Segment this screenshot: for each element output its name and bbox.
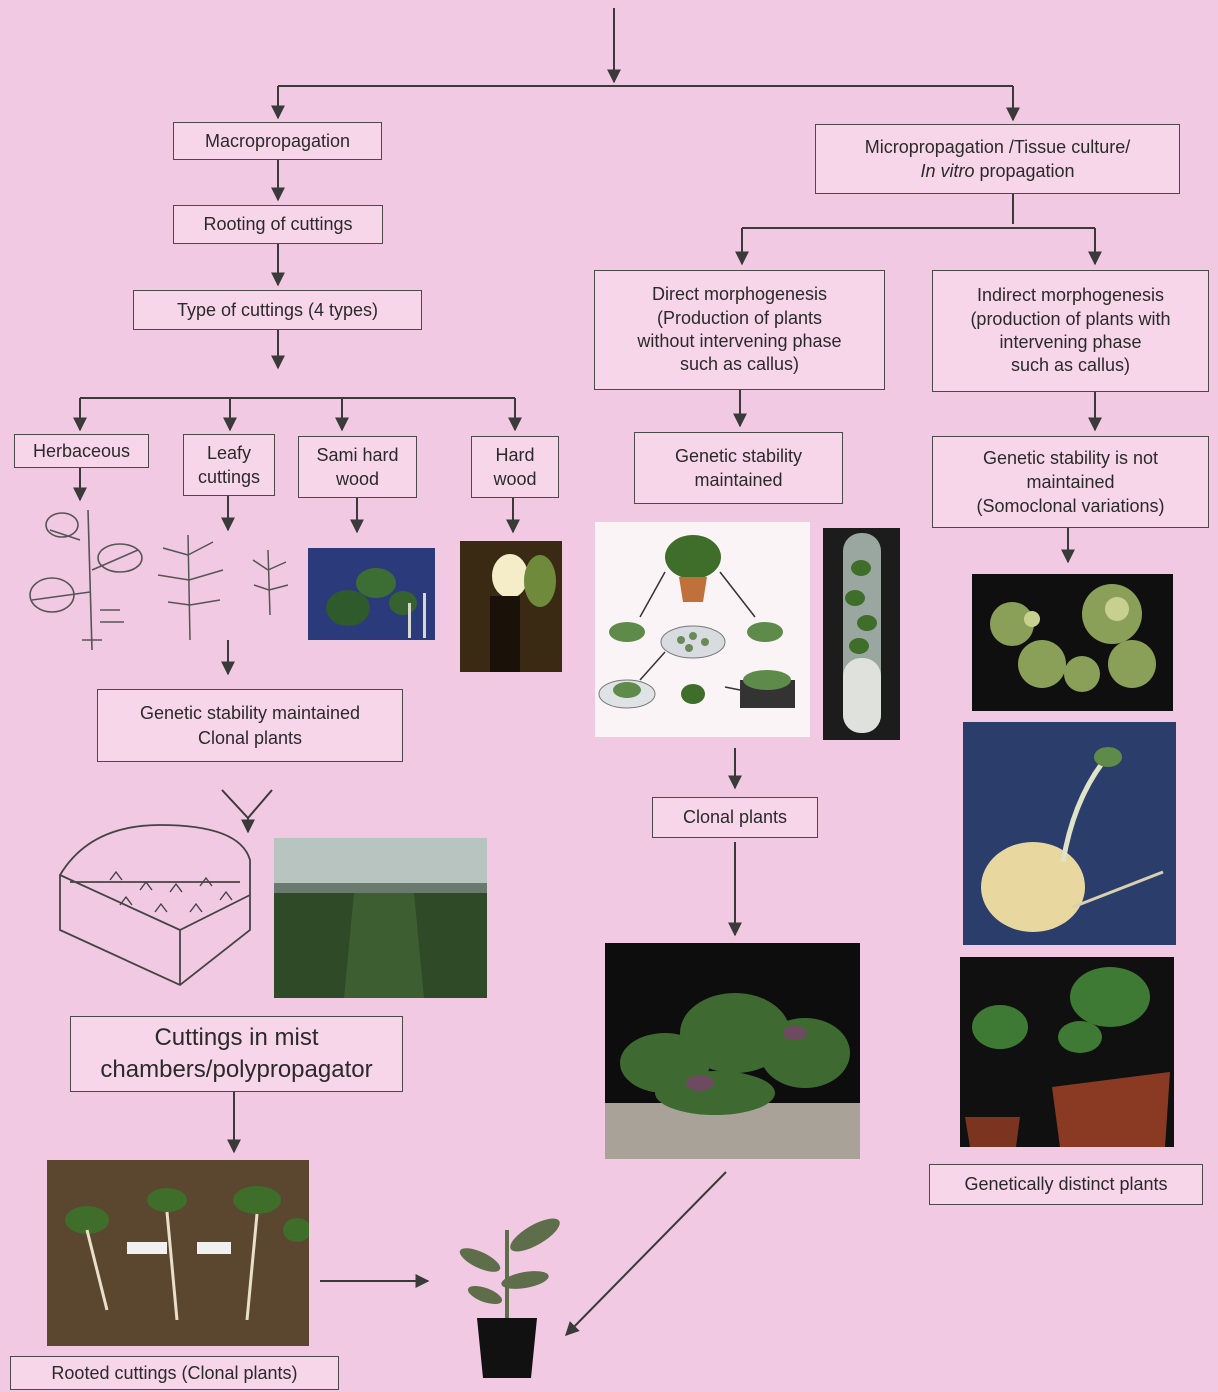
- clonal-plants-box: Clonal plants: [652, 797, 818, 838]
- clonal-plants-label: Clonal plants: [683, 805, 787, 829]
- semi-hard-label-1: Sami hard: [316, 443, 398, 467]
- genetically-distinct-box: Genetically distinct plants: [929, 1164, 1203, 1205]
- micropropagation-label-2: In vitro propagation: [920, 159, 1074, 183]
- direct-label-2: (Production of plants: [657, 307, 822, 330]
- callus-shoot-photo: [963, 722, 1176, 945]
- propagation-text: propagation: [974, 161, 1074, 181]
- in-vitro-text: In vitro: [920, 161, 974, 181]
- callus-photo: [972, 574, 1173, 711]
- indirect-morphogenesis-box: Indirect morphogenesis (production of pl…: [932, 270, 1209, 392]
- direct-label-1: Direct morphogenesis: [652, 283, 827, 306]
- leafy-label-2: cuttings: [198, 465, 260, 489]
- semi-hard-wood-box: Sami hard wood: [298, 436, 417, 498]
- tissue-culture-cycle-diagram: [595, 522, 810, 737]
- rooting-cuttings-label: Rooting of cuttings: [203, 212, 352, 236]
- mist-chamber-label-2: chambers/polypropagator: [100, 1054, 372, 1086]
- macro-stability-label-1: Genetic stability maintained: [140, 701, 360, 725]
- semi-hard-label-2: wood: [336, 467, 379, 491]
- leafy-cutting-drawing: [148, 530, 298, 645]
- hard-wood-photo: [460, 541, 562, 672]
- leafy-cuttings-box: Leafy cuttings: [183, 434, 275, 496]
- indirect-label-2: (production of plants with: [970, 308, 1170, 331]
- herbaceous-label: Herbaceous: [33, 439, 130, 463]
- indirect-stability-label-3: (Somoclonal variations): [976, 494, 1164, 518]
- indirect-label-1: Indirect morphogenesis: [977, 284, 1164, 307]
- indirect-stability-label-2: maintained: [1026, 470, 1114, 494]
- mist-chamber-label-1: Cuttings in mist: [154, 1022, 318, 1054]
- direct-morphogenesis-box: Direct morphogenesis (Production of plan…: [594, 270, 885, 390]
- cutting-types-label: Type of cuttings (4 types): [177, 298, 378, 322]
- hard-wood-label-1: Hard: [495, 443, 534, 467]
- macro-stability-label-2: Clonal plants: [198, 726, 302, 750]
- indirect-stability-box: Genetic stability is not maintained (Som…: [932, 436, 1209, 528]
- test-tube-photo: [823, 528, 900, 740]
- indirect-label-3: intervening phase: [999, 331, 1141, 354]
- leafy-label-1: Leafy: [207, 441, 251, 465]
- mist-chamber-drawing: [50, 820, 255, 990]
- indirect-label-4: such as callus): [1011, 354, 1130, 377]
- cutting-types-box: Type of cuttings (4 types): [133, 290, 422, 330]
- rooting-cuttings-box: Rooting of cuttings: [173, 205, 383, 244]
- macropropagation-label: Macropropagation: [205, 129, 350, 153]
- indirect-stability-label-1: Genetic stability is not: [983, 446, 1158, 470]
- macropropagation-box: Macropropagation: [173, 122, 382, 160]
- herbaceous-cutting-drawing: [20, 500, 145, 650]
- direct-stability-box: Genetic stability maintained: [634, 432, 843, 504]
- semi-hard-wood-photo: [308, 548, 435, 640]
- herbaceous-box: Herbaceous: [14, 434, 149, 468]
- potted-variants-photo: [960, 957, 1174, 1147]
- direct-stability-label-2: maintained: [694, 468, 782, 492]
- potted-plant-drawing: [455, 1210, 565, 1380]
- micropropagation-label-1: Micropropagation /Tissue culture/: [865, 135, 1130, 159]
- mist-chamber-box: Cuttings in mist chambers/polypropagator: [70, 1016, 403, 1092]
- direct-label-3: without intervening phase: [637, 330, 841, 353]
- hard-wood-box: Hard wood: [471, 436, 559, 498]
- rooted-cuttings-box: Rooted cuttings (Clonal plants): [10, 1356, 339, 1390]
- greenhouse-photo: [274, 838, 487, 998]
- hard-wood-label-2: wood: [493, 467, 536, 491]
- rooted-cuttings-label: Rooted cuttings (Clonal plants): [51, 1361, 297, 1385]
- genetically-distinct-label: Genetically distinct plants: [964, 1172, 1167, 1196]
- rooted-cuttings-photo: [47, 1160, 309, 1346]
- direct-stability-label-1: Genetic stability: [675, 444, 802, 468]
- macro-stability-box: Genetic stability maintained Clonal plan…: [97, 689, 403, 762]
- clonal-plants-photo: [605, 943, 860, 1159]
- direct-label-4: such as callus): [680, 353, 799, 376]
- micropropagation-box: Micropropagation /Tissue culture/ In vit…: [815, 124, 1180, 194]
